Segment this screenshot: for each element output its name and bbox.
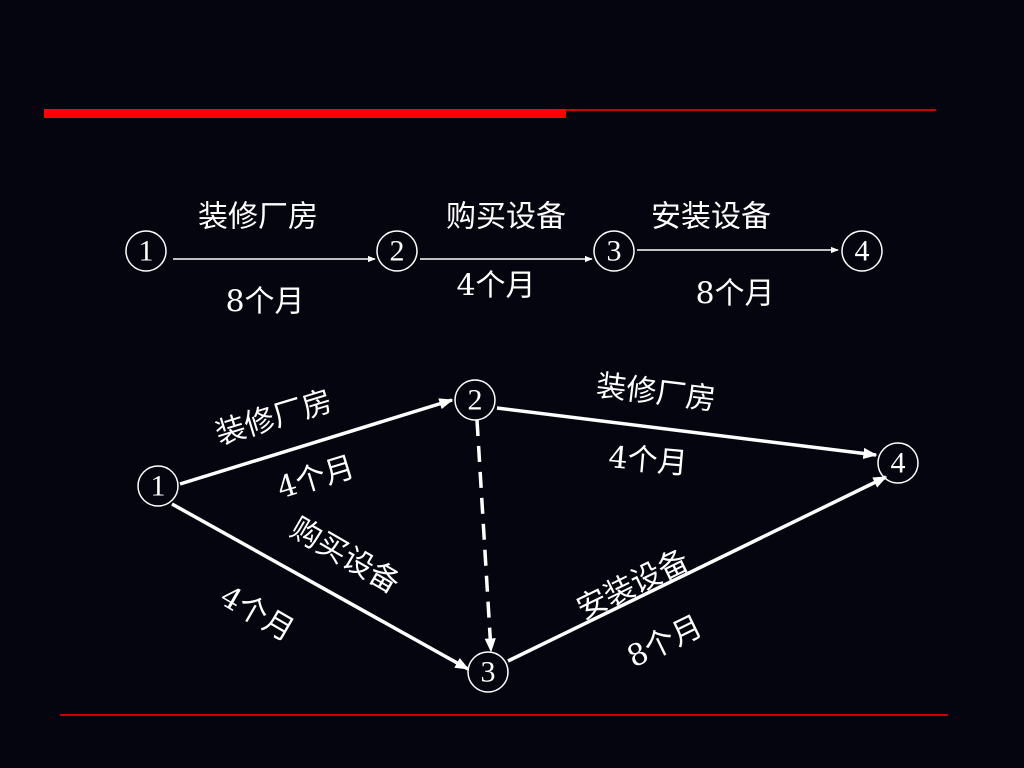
bottom-edge-2-4-task: 装修厂房 [594, 368, 717, 417]
top-node-2-label: 2 [390, 235, 405, 268]
bottom-node-2: 2 [454, 379, 496, 421]
header-accent-bar [44, 109, 566, 118]
top-node-1-label: 1 [139, 235, 154, 268]
bottom-edge-1-3-task: 购买设备 [284, 511, 405, 601]
bottom-edge-2-4 [496, 406, 878, 460]
bottom-diagram: 1 2 3 4 装修厂房 4个月 装修厂房 4个月 购买设备 4个月 安装设备 … [137, 368, 919, 693]
top-node-3-label: 3 [607, 235, 622, 268]
top-edge-1-task: 装修厂房 [198, 200, 318, 235]
top-edge-2-task: 购买设备 [446, 200, 566, 235]
bottom-edge-1-3-duration: 4个月 [214, 579, 300, 649]
top-node-3: 3 [593, 230, 635, 272]
bottom-edge-3-4-duration: 8个月 [622, 609, 708, 675]
top-diagram: 1 2 3 4 装修厂房 8个月 购买设备 4个月 安装设备 8个月 [125, 200, 883, 320]
top-node-4: 4 [841, 230, 883, 272]
top-node-4-label: 4 [855, 235, 870, 268]
bottom-edge-1-2-duration: 4个月 [273, 450, 359, 507]
bottom-node-4-label: 4 [891, 447, 906, 480]
bottom-node-3-label: 3 [481, 656, 496, 689]
bottom-dummy-edge-2-3 [475, 419, 496, 653]
top-edge-3-task: 安装设备 [651, 200, 771, 235]
bottom-edge-2-4-duration: 4个月 [607, 440, 689, 482]
bottom-node-3: 3 [467, 651, 509, 693]
top-edge-2-duration: 4个月 [456, 269, 535, 304]
bottom-edge-1-3 [171, 502, 470, 671]
bottom-node-4: 4 [877, 442, 919, 484]
bottom-edges [171, 398, 888, 671]
bottom-edge-1-2 [179, 398, 454, 486]
bottom-edge-3-4 [507, 475, 888, 663]
bottom-node-2-label: 2 [468, 384, 483, 417]
top-edge-1-duration: 8个月 [225, 285, 304, 320]
top-node-2: 2 [376, 230, 418, 272]
top-node-1: 1 [125, 230, 167, 272]
bottom-edge-3-4-task: 安装设备 [571, 543, 694, 627]
top-edge-3-duration: 8个月 [695, 277, 774, 312]
bottom-node-1: 1 [137, 465, 179, 507]
top-edges [173, 246, 839, 263]
bottom-node-1-label: 1 [151, 470, 166, 503]
